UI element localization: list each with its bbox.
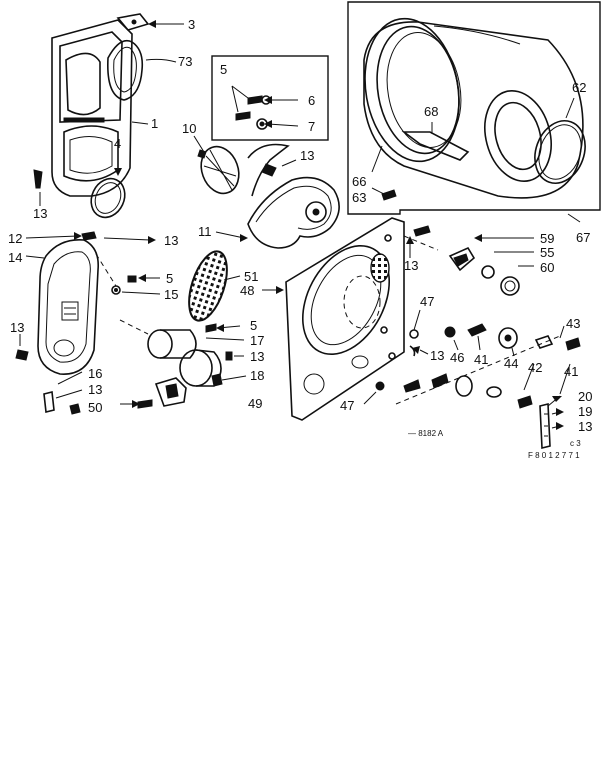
drum-inset-box: [347, 1, 601, 215]
screw-13-left-part: [33, 169, 43, 189]
belt-part: [247, 143, 290, 197]
figure-code-small: c 3: [570, 439, 581, 448]
lower-front-panel-part: [37, 239, 100, 375]
callout-43: 43: [566, 316, 580, 331]
bearing-ring-part: [90, 177, 126, 219]
door-seal-gasket-part: [107, 39, 144, 101]
callout-47-upper: 47: [420, 294, 434, 309]
callout-50: 50: [88, 400, 102, 415]
callout-17: 17: [250, 333, 264, 348]
callout-5-lower: 5: [250, 318, 257, 333]
callout-41-left: 41: [474, 352, 488, 367]
callout-15: 15: [164, 287, 178, 302]
callout-55: 55: [540, 245, 554, 260]
screw-50-part: [137, 399, 153, 409]
callout-18: 18: [250, 368, 264, 383]
callout-59: 59: [540, 231, 554, 246]
callout-48: 48: [240, 283, 254, 298]
callout-13-bracket: 13: [578, 419, 592, 434]
door-switch-part: [154, 377, 187, 407]
drum-light-part: [147, 329, 197, 359]
callout-19: 19: [578, 404, 592, 419]
callout-4: 4: [114, 136, 121, 151]
idler-pulley-59-part: [448, 246, 476, 272]
callout-5-inset: 5: [220, 62, 227, 77]
callout-13-roller: 13: [430, 348, 444, 363]
drum-seal-part: [534, 120, 586, 184]
callout-13-bottom: 13: [88, 382, 102, 397]
callout-51: 51: [244, 269, 258, 284]
callout-11: 11: [198, 224, 212, 239]
callout-44: 44: [504, 356, 518, 371]
callout-13-motor: 13: [250, 349, 264, 364]
rear-bulkhead-part: [285, 217, 405, 421]
lint-screen-part: [188, 250, 228, 322]
callout-10: 10: [182, 121, 196, 136]
leader-lines: [19, 20, 581, 430]
callout-6: 6: [308, 93, 315, 108]
callout-14: 14: [8, 250, 22, 265]
blower-housing-part: [247, 163, 340, 249]
callout-49: 49: [248, 396, 262, 411]
callout-13-left: 13: [10, 320, 24, 335]
drum-part: [363, 17, 584, 199]
callout-41-right: 41: [564, 364, 578, 379]
screw-13-right-part: [413, 225, 431, 237]
screw-63-part: [381, 189, 397, 201]
figure-codes: — 8182 A c 3 F 8 0 1 2 7 7 1: [408, 429, 581, 460]
callout-13-blower: 13: [300, 148, 314, 163]
callout-1: 1: [151, 116, 158, 131]
motor-17-part: [179, 349, 233, 387]
clip-part: [116, 13, 150, 31]
pulley-60-part: [500, 276, 520, 296]
callout-16: 16: [88, 366, 102, 381]
callout-68: 68: [424, 104, 438, 119]
callout-47-lower: 47: [340, 398, 354, 413]
callout-42: 42: [528, 360, 542, 375]
callout-20: 20: [578, 389, 592, 404]
callout-62: 62: [572, 80, 586, 95]
callout-5-left: 5: [166, 271, 173, 286]
screw-12-part: [81, 231, 97, 241]
bracket-20-part: [539, 402, 551, 450]
callout-67: 67: [576, 230, 590, 245]
callout-3: 3: [188, 17, 195, 32]
screw-5-lower-part: [205, 323, 217, 333]
callout-63: 63: [352, 190, 366, 205]
screw-13-lower-left-part: [15, 349, 29, 361]
fastener-inset-box: [211, 55, 329, 141]
callout-labels: 3 73 1 4 13 5 6 7 10 13 11 12 13 14 5 15…: [8, 17, 592, 434]
bracket-16-part: [43, 391, 81, 415]
figure-code-catalog: F 8 0 1 2 7 7 1: [528, 451, 580, 460]
pulley-55-part: [481, 265, 495, 279]
callout-13-bulkhead: 13: [404, 258, 418, 273]
callout-60: 60: [540, 260, 554, 275]
roller-assembly-parts: [375, 323, 581, 409]
figure-code-main: — 8182 A: [408, 429, 444, 438]
callout-46: 46: [450, 350, 464, 365]
callout-13-front-panel: 13: [33, 206, 47, 221]
callout-66: 66: [352, 174, 366, 189]
callout-73: 73: [178, 54, 192, 69]
callout-12: 12: [8, 231, 22, 246]
callout-7: 7: [308, 119, 315, 134]
callout-13-screw-row: 13: [164, 233, 178, 248]
